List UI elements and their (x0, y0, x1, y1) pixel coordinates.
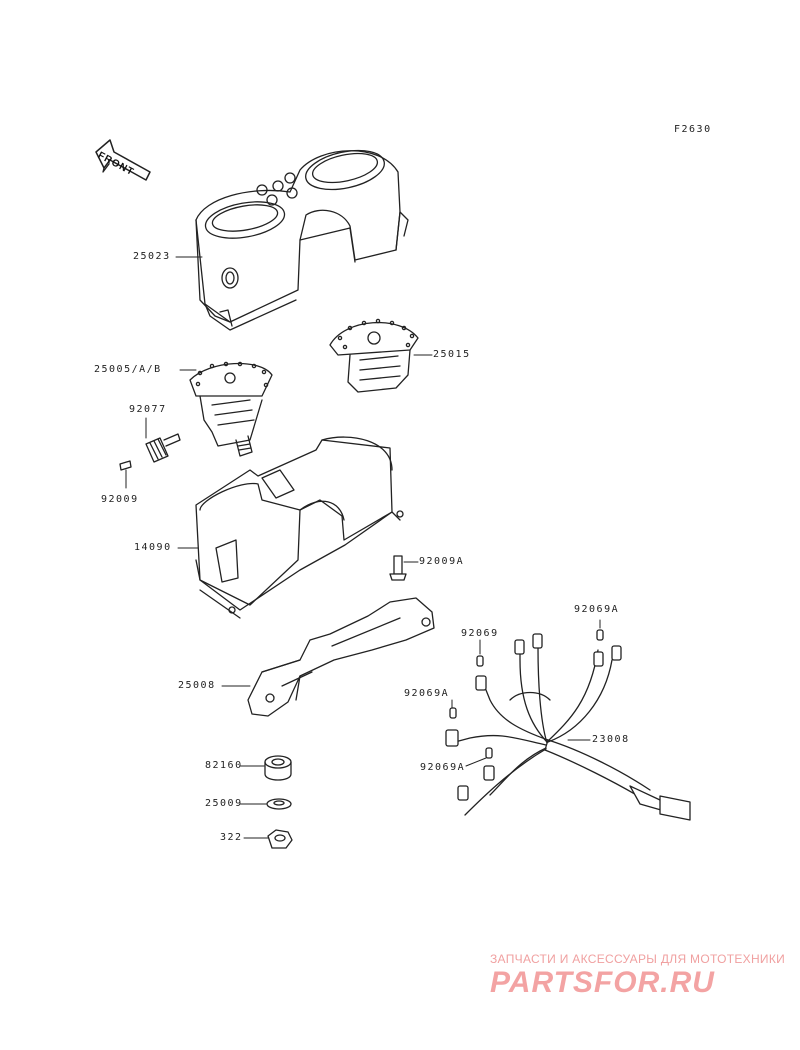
trip-knob-part (145, 433, 181, 463)
speedometer-part (189, 361, 273, 457)
leader-lines (125, 256, 601, 839)
screw-part-92009A (389, 555, 407, 581)
label-25009: 25009 (205, 798, 243, 809)
screw-part-92009 (119, 460, 132, 471)
label-92069: 92069 (461, 628, 499, 639)
label-25005: 25005/A/B (94, 364, 162, 375)
wiring-harness-part (445, 633, 691, 821)
label-92077: 92077 (129, 404, 167, 415)
label-25008: 25008 (178, 680, 216, 691)
front-arrow-icon (95, 139, 151, 181)
grommet-part (264, 755, 292, 781)
diagram-code: F2630 (674, 124, 712, 135)
nut-part (267, 829, 293, 849)
label-92069A-top: 92069A (574, 604, 620, 615)
label-82160: 82160 (205, 760, 243, 771)
label-14090: 14090 (134, 542, 172, 553)
meter-cover-part (195, 149, 409, 331)
label-92009: 92009 (101, 494, 139, 505)
watermark-logo: PARTSFOR.RU (490, 966, 715, 999)
label-25023: 25023 (133, 251, 171, 262)
label-25015: 25015 (433, 349, 471, 360)
label-322: 322 (220, 832, 243, 843)
label-92069A-low: 92069A (420, 762, 466, 773)
watermark-tagline: ЗАПЧАСТИ И АКСЕССУАРЫ ДЛЯ МОТОТЕХНИКИ (490, 952, 786, 966)
bulb-parts (449, 629, 604, 759)
washer-part (266, 798, 292, 810)
meter-case-part (195, 436, 404, 619)
bracket-part (247, 597, 435, 717)
tachometer-part (329, 318, 419, 393)
label-92009A: 92009A (419, 556, 465, 567)
label-23008: 23008 (592, 734, 630, 745)
label-92069A-mid: 92069A (404, 688, 450, 699)
